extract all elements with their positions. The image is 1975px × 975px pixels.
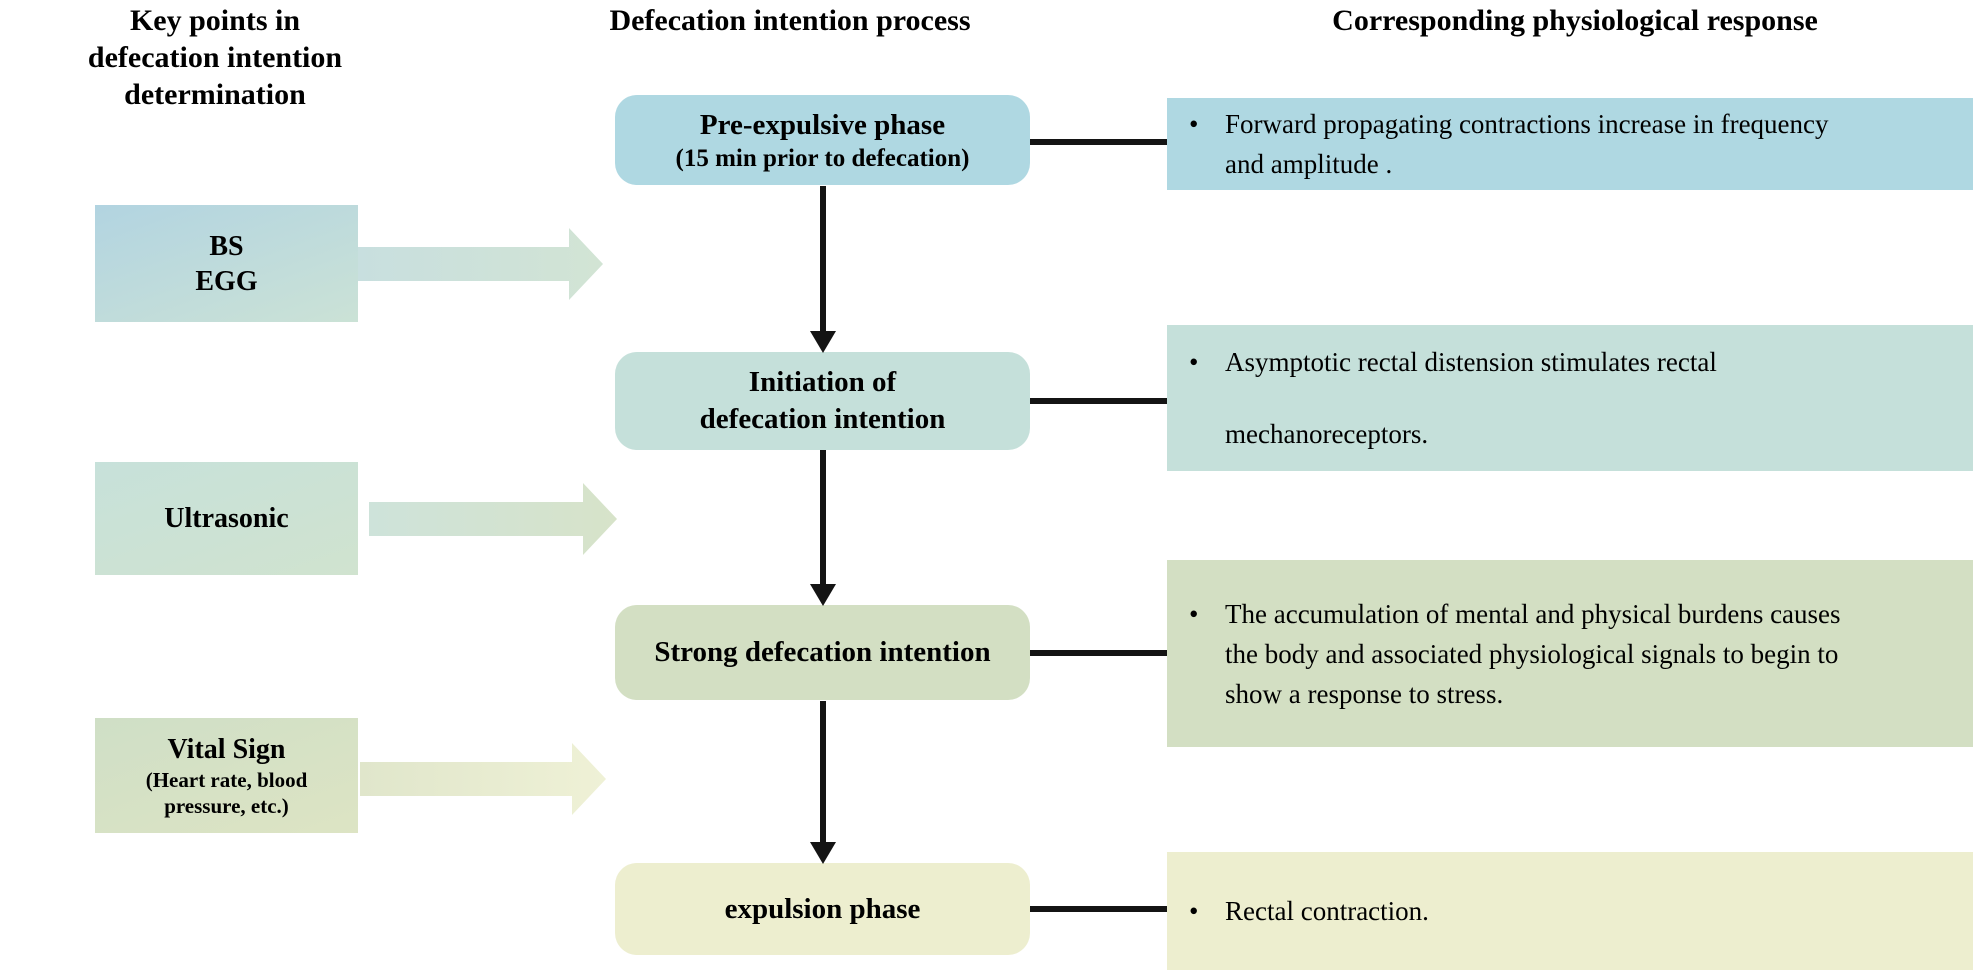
key-point-label: Ultrasonic: [164, 503, 289, 534]
down-arrow-icon: [810, 701, 836, 864]
process-title: Strong defecation intention: [654, 636, 991, 668]
response-box-pre-expulsive: • Forward propagating contractions incre…: [1167, 98, 1973, 190]
down-arrow-stem: [820, 450, 826, 585]
bullet-icon: •: [1189, 896, 1199, 926]
response-text: Asymptotic rectal distension stimulates …: [1225, 347, 1717, 449]
response-text: The accumulation of mental and physical …: [1225, 598, 1841, 709]
down-arrow-icon: [810, 186, 836, 353]
down-arrow-stem: [820, 186, 826, 332]
down-arrow-head: [810, 842, 836, 864]
down-arrow-icon: [810, 450, 836, 606]
connector-line: [1030, 650, 1169, 656]
down-arrow-head: [810, 584, 836, 606]
key-point-sublabel: (Heart rate, blood pressure, etc.): [145, 768, 308, 818]
process-box-expulsion: expulsion phase: [615, 863, 1030, 955]
process-box-pre-expulsive: Pre-expulsive phase (15 min prior to def…: [615, 95, 1030, 185]
key-point-label: Vital Sign: [167, 734, 286, 765]
connector-line: [1030, 906, 1169, 912]
connector-line: [1030, 398, 1169, 404]
down-arrow-stem: [820, 701, 826, 843]
key-point-box-vital-sign: Vital Sign (Heart rate, blood pressure, …: [95, 718, 358, 833]
bullet-icon: •: [1189, 109, 1199, 139]
down-arrow-head: [810, 331, 836, 353]
process-title: expulsion phase: [724, 892, 921, 925]
process-box-initiation: Initiation of defecation intention: [615, 352, 1030, 450]
process-title: Pre-expulsive phase: [699, 108, 946, 141]
bullet-icon: •: [1189, 598, 1199, 629]
column-header-response: Corresponding physiological response: [1332, 4, 1818, 37]
right-block-arrow-icon: [360, 743, 606, 815]
right-block-arrow-icon: [369, 483, 617, 555]
key-point-label: BS EGG: [195, 230, 258, 297]
response-box-strong-intention: • The accumulation of mental and physica…: [1167, 560, 1973, 747]
response-box-initiation: • Asymptotic rectal distension stimulate…: [1167, 325, 1973, 471]
response-box-expulsion: • Rectal contraction.: [1167, 852, 1973, 970]
key-point-box-bs-egg: BS EGG: [95, 205, 358, 322]
process-subtitle: (15 min prior to defecation): [675, 144, 970, 172]
connector-line: [1030, 139, 1169, 145]
response-text: Forward propagating contractions increas…: [1225, 109, 1829, 179]
key-point-box-ultrasonic: Ultrasonic: [95, 462, 358, 575]
column-header-process: Defecation intention process: [609, 4, 971, 37]
process-title: Initiation of defecation intention: [699, 366, 946, 435]
response-text: Rectal contraction.: [1225, 896, 1429, 926]
right-block-arrow-icon: [358, 228, 603, 300]
column-header-key-points: Key points in defecation intention deter…: [87, 4, 343, 111]
process-box-strong-intention: Strong defecation intention: [615, 605, 1030, 700]
bullet-icon: •: [1189, 347, 1199, 377]
